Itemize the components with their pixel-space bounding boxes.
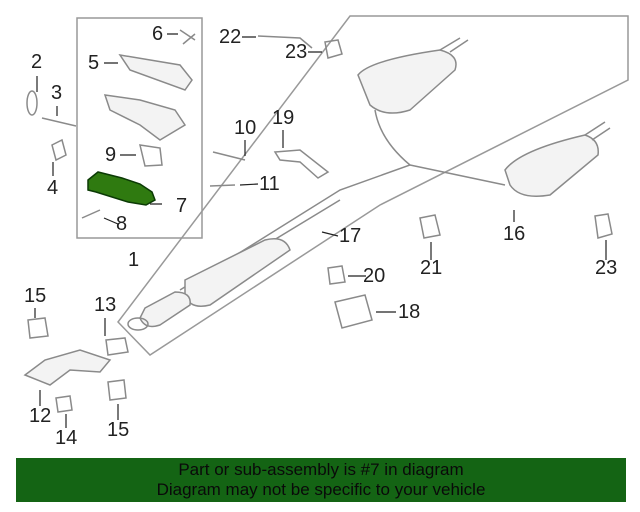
stud-3 [41, 117, 77, 127]
callout-21: 21 [420, 257, 443, 279]
callout-9: 9 [105, 144, 117, 166]
part-7-catalytic-converter[interactable] [87, 171, 156, 206]
callout-15a: 15 [24, 285, 47, 307]
callout-2: 2 [31, 51, 43, 73]
callout-23a: 23 [285, 41, 308, 63]
bolt-6 [179, 29, 196, 45]
assembly-1-box [76, 17, 203, 239]
callout-13: 13 [94, 294, 117, 316]
callout-11: 11 [259, 173, 280, 195]
nut-14 [55, 395, 73, 413]
insulator-23a [324, 39, 343, 59]
bracket-9 [139, 144, 163, 167]
front-flange [127, 317, 149, 331]
callout-8: 8 [116, 213, 128, 235]
callout-5: 5 [88, 52, 100, 74]
callout-10: 10 [234, 117, 257, 139]
callout-18: 18 [398, 301, 421, 323]
converter-upper [103, 94, 187, 141]
callout-6: 6 [152, 23, 164, 45]
gasket-13 [105, 337, 129, 356]
callout-22: 22 [219, 26, 242, 48]
insulator-15b [107, 379, 127, 401]
tailpipe-left [439, 37, 469, 53]
y-pipe [179, 109, 506, 291]
nut-4 [51, 138, 67, 162]
tailpipe-right [584, 121, 611, 141]
leader-lines [34, 33, 607, 428]
callout-1: 1 [128, 249, 140, 271]
rear-muffler-left [357, 49, 457, 114]
callout-12: 12 [29, 405, 52, 427]
insulator-15a [27, 317, 49, 339]
callout-23b: 23 [595, 257, 618, 279]
insulator-23b [594, 213, 613, 239]
callout-7[interactable]: 7 [176, 195, 188, 217]
converter-heat-shield [118, 53, 193, 91]
banner-line-2: Diagram may not be specific to your vehi… [156, 480, 486, 499]
hanger-22 [257, 35, 313, 49]
callout-19: 19 [272, 107, 295, 129]
front-pipe-12 [23, 349, 112, 386]
bracket-19 [273, 149, 330, 179]
clamp-18 [334, 294, 373, 329]
callout-3: 3 [51, 82, 63, 104]
part-info-banner: Part or sub-assembly is #7 in diagram Di… [16, 458, 626, 502]
callout-15b: 15 [107, 419, 130, 441]
exhaust-panel-outline [117, 15, 629, 356]
callout-20: 20 [363, 265, 386, 287]
callout-17: 17 [339, 225, 362, 247]
gasket-2 [26, 90, 38, 116]
front-converter [139, 291, 191, 328]
callout-16: 16 [503, 223, 526, 245]
insulator-20 [327, 265, 346, 285]
callout-14: 14 [55, 427, 78, 449]
bolt-8 [81, 209, 101, 219]
insulator-21 [419, 214, 441, 239]
bolt-10 [212, 151, 246, 161]
rear-muffler-right [504, 134, 599, 197]
banner-line-1: Part or sub-assembly is #7 in diagram [178, 460, 464, 479]
center-muffler [184, 238, 291, 307]
bolt-11 [209, 184, 236, 187]
callout-4: 4 [47, 177, 59, 199]
